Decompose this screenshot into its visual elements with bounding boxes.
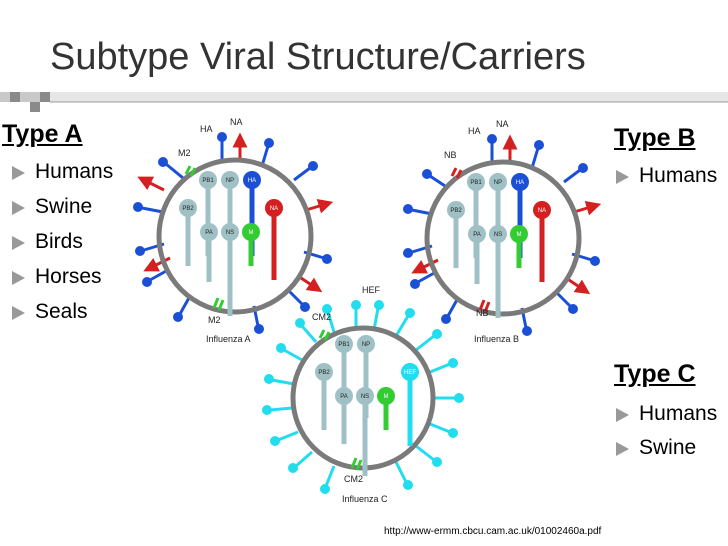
nb-label: NB — [444, 150, 457, 160]
virus-a-caption: Influenza A — [206, 334, 251, 344]
type-a-heading: Type A — [2, 120, 83, 148]
type-b-host-list: Humans — [614, 164, 717, 199]
hef-label: HEF — [362, 285, 381, 295]
segment-label: NS — [226, 230, 234, 236]
segment-label: HA — [516, 180, 524, 186]
influenza-a-virion: PB1 NP HA PB2 NA PA NS M HA NA M2 M2 Inf… — [133, 117, 334, 344]
virus-a-envelope — [156, 157, 314, 315]
list-item: Swine — [614, 436, 717, 470]
cm2-label: CM2 — [312, 312, 331, 322]
virus-b-nb-channels — [450, 167, 491, 313]
segment-label: PB2 — [450, 208, 462, 214]
influenza-c-virion: PB1 NP PB2 HEF PA NS M HEF CM2 CM2 Influ… — [262, 285, 464, 504]
bullet-icon — [12, 166, 25, 180]
segment-label: HEF — [404, 370, 416, 376]
virus-c-spikes — [262, 300, 464, 494]
m2-label: M2 — [178, 148, 191, 158]
virus-c-cm2-channels — [318, 329, 363, 471]
list-item: Horses — [10, 265, 113, 300]
segment-label: M — [384, 394, 389, 400]
bullet-icon — [12, 236, 25, 250]
slide-title: Subtype Viral Structure/Carriers — [50, 36, 586, 78]
na-label: NA — [230, 117, 243, 127]
list-item: Swine — [10, 195, 113, 230]
segment-label: NP — [362, 342, 370, 348]
segment-label: PA — [473, 232, 481, 238]
list-item: Humans — [614, 164, 717, 199]
bullet-icon — [616, 408, 629, 422]
bullet-icon — [616, 442, 629, 456]
list-item: Humans — [10, 160, 113, 195]
virus-a-rna-segments — [179, 171, 283, 316]
segment-label: PB1 — [338, 342, 350, 348]
ha-label: HA — [468, 126, 481, 136]
virus-b-envelope — [424, 159, 582, 317]
type-a-host-list: Humans Swine Birds Horses Seals — [10, 160, 113, 335]
na-label: NA — [496, 119, 509, 129]
segment-label: NS — [361, 394, 369, 400]
segment-label: PB2 — [318, 370, 330, 376]
virus-c-caption: Influenza C — [342, 494, 388, 504]
segment-label: PB1 — [470, 180, 482, 186]
segment-label: NP — [226, 178, 234, 184]
source-link[interactable]: http://www-ermm.cbcu.cam.ac.uk/01002460a… — [384, 526, 602, 537]
virus-c-rna-segments — [315, 335, 419, 476]
title-decoration-bar — [0, 92, 728, 112]
type-c-heading: Type C — [614, 360, 696, 388]
segment-label: PB1 — [202, 178, 214, 184]
influenza-b-virion: PB1 NP HA PB2 NA PA NS M HA NA NB NB Inf… — [403, 119, 602, 344]
bullet-icon — [12, 271, 25, 285]
nb-label: NB — [476, 308, 489, 318]
list-item: Birds — [10, 230, 113, 265]
ha-label: HA — [200, 124, 213, 134]
list-item: Humans — [614, 402, 717, 436]
bullet-icon — [12, 201, 25, 215]
segment-label: PA — [205, 230, 213, 236]
virus-a-m2-channels — [184, 165, 225, 311]
m2-label: M2 — [208, 315, 221, 325]
segment-label: M — [517, 232, 522, 238]
virus-b-caption: Influenza B — [474, 334, 519, 344]
bullet-icon — [616, 170, 629, 184]
segment-label: PB2 — [182, 206, 194, 212]
list-item: Seals — [10, 300, 113, 335]
segment-label: PA — [340, 394, 348, 400]
cm2-label: CM2 — [344, 474, 363, 484]
segment-label: NP — [494, 180, 502, 186]
bullet-icon — [12, 306, 25, 320]
type-c-host-list: Humans Swine — [614, 402, 717, 470]
segment-label: HA — [248, 178, 256, 184]
virus-b-rna-segments — [447, 173, 551, 318]
segment-label: NA — [270, 206, 278, 212]
type-b-heading: Type B — [614, 124, 696, 152]
segment-label: NS — [494, 232, 502, 238]
segment-label: NA — [538, 208, 546, 214]
segment-label: M — [249, 230, 254, 236]
